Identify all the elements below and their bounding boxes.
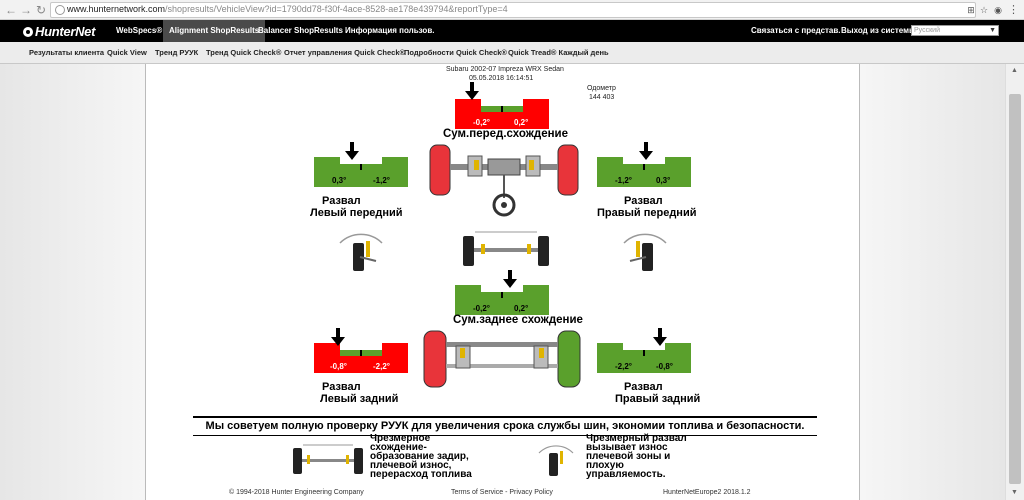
gauge-shape [455, 99, 549, 129]
gauge-shape [597, 343, 691, 373]
scroll-up-icon[interactable]: ▲ [1011, 67, 1018, 74]
rear-total-toe-label: Сум.заднее схождение [453, 314, 583, 326]
lf-camber-wheel-icon [339, 233, 383, 271]
rf-camber-left-value: -1,2° [615, 176, 632, 185]
rr-camber-right-value: -0,8° [656, 362, 673, 371]
gauge-shape [314, 343, 408, 373]
front-toe-left-value: -0,2° [473, 118, 490, 127]
forward-icon[interactable]: → [20, 3, 32, 17]
front-toe-illustration [463, 231, 549, 266]
nav-balancer-shopresults[interactable]: Balancer ShopResults [258, 26, 343, 35]
front-total-toe-gauge: -0,2° 0,2° [455, 99, 549, 129]
language-value: Русский [914, 27, 940, 34]
left-rear-camber-gauge: -0,8° -2,2° [314, 343, 408, 373]
scrollbar-thumb[interactable] [1009, 94, 1021, 484]
lr-camber-right-value: -2,2° [373, 362, 390, 371]
subnav-customer-results[interactable]: Результаты клиента [29, 48, 105, 57]
left-margin [0, 64, 145, 500]
recommendation-text: Мы советуем полную проверку РУУК для уве… [193, 416, 817, 436]
lr-camber-label-2: Левый задний [320, 393, 399, 405]
rr-camber-label-1: Развал [624, 381, 663, 393]
left-front-camber-gauge: 0,3° -1,2° [314, 157, 408, 187]
footer-copyright: © 1994-2018 Hunter Engineering Company [229, 489, 364, 496]
nav-user-info[interactable]: Информация пользов. [345, 26, 435, 35]
front-toe-right-value: 0,2° [514, 118, 529, 127]
gauge-shape [455, 285, 549, 315]
lr-camber-label-1: Развал [322, 381, 361, 393]
rr-camber-pointer-icon [653, 328, 667, 346]
info-icon[interactable] [55, 5, 65, 15]
report-content: Subaru 2002-07 Impreza WRX Sedan 05.05.2… [145, 64, 860, 500]
rear-toe-right-value: 0,2° [514, 304, 529, 313]
front-suspension-image [429, 144, 579, 217]
rear-suspension-image [423, 330, 581, 388]
gauge-shape [314, 157, 408, 187]
toe-note-icon [293, 444, 363, 474]
rf-camber-label-2: Правый передний [597, 207, 697, 219]
browser-address-bar: ← → ↻ www.hunternetwork.com/shopresults/… [0, 0, 1024, 20]
rf-camber-right-value: 0,3° [656, 176, 671, 185]
lr-camber-pointer-icon [331, 328, 345, 346]
camber-note-text: Чрезмерный развал вызывает износ плечево… [586, 433, 687, 480]
chevron-down-icon: ▼ [989, 27, 996, 34]
subnav-quick-check-trend[interactable]: Тренд Quick Check® [206, 48, 282, 57]
rear-toe-left-value: -0,2° [473, 304, 490, 313]
footer-links[interactable]: Terms of Service - Privacy Policy [451, 489, 553, 496]
vehicle-name: Subaru 2002-07 Impreza WRX Sedan [446, 66, 564, 73]
lf-camber-left-value: 0,3° [332, 176, 347, 185]
subnav-quick-tread-daily[interactable]: Quick Tread® Каждый день [508, 48, 609, 57]
camber-note-icon [538, 445, 574, 476]
toe-note-text: Чрезмерное схождение- образование задир,… [370, 433, 472, 480]
nav-alignment-shopresults[interactable]: Alignment ShopResults [163, 20, 266, 42]
lf-camber-label-1: Развал [322, 195, 361, 207]
nav-logout[interactable]: Выход из системы [841, 26, 916, 35]
lf-camber-label-2: Левый передний [310, 207, 403, 219]
subnav-quick-view[interactable]: Quick View [107, 48, 147, 57]
logo-text: HunterNet [35, 24, 96, 39]
url-path: /shopresults/VehicleView?id=1790dd78-f30… [165, 4, 508, 14]
lf-camber-pointer-icon [345, 142, 359, 160]
front-total-toe-label: Сум.перед.схождение [443, 128, 568, 140]
right-margin [860, 64, 1005, 500]
sub-navigation: Результаты клиента Quick View Тренд РУУК… [0, 42, 1024, 64]
rear-toe-pointer-icon [503, 270, 517, 288]
logo-icon [23, 27, 33, 37]
bookmark-star-icon[interactable]: ☆ [979, 5, 989, 15]
gauge-shape [597, 157, 691, 187]
front-toe-pointer-icon [465, 82, 479, 100]
rear-total-toe-gauge: -0,2° 0,2° [455, 285, 549, 315]
odometer-value: 144 403 [589, 94, 615, 101]
lf-camber-right-value: -1,2° [373, 176, 390, 185]
rr-camber-left-value: -2,2° [615, 362, 632, 371]
language-select[interactable]: Русский ▼ [911, 25, 999, 36]
url-host: www.hunternetwork.com [67, 4, 166, 14]
rf-camber-label-1: Развал [624, 195, 663, 207]
footer-version: HunterNetEurope2 2018.1.2 [663, 489, 751, 496]
browser-menu-icon[interactable]: ⋮ [1008, 4, 1019, 16]
rf-camber-pointer-icon [639, 142, 653, 160]
right-front-camber-gauge: -1,2° 0,3° [597, 157, 691, 187]
hunternet-logo[interactable]: HunterNet [23, 24, 96, 39]
nav-contact-rep[interactable]: Связаться с представ. [751, 26, 841, 35]
url-field[interactable]: www.hunternetwork.com/shopresults/Vehicl… [50, 2, 976, 18]
extension-icon[interactable]: ◉ [994, 5, 1002, 15]
subnav-quick-check-report[interactable]: Отчет управления Quick Check® [284, 48, 406, 57]
odometer-label: Одометр [587, 85, 616, 92]
back-icon[interactable]: ← [5, 3, 17, 17]
right-rear-camber-gauge: -2,2° -0,8° [597, 343, 691, 373]
vehicle-date: 05.05.2018 16:14:51 [469, 75, 534, 82]
page-scrollbar[interactable]: ▲ ▼ [1005, 64, 1024, 500]
translate-icon[interactable]: ⊞ [967, 5, 975, 15]
rf-camber-wheel-icon [623, 233, 667, 271]
rr-camber-label-2: Правый задний [615, 393, 701, 405]
top-navigation: HunterNet WebSpecs® Alignment ShopResult… [0, 20, 1024, 42]
reload-icon[interactable]: ↻ [35, 3, 47, 17]
scroll-down-icon[interactable]: ▼ [1011, 489, 1018, 496]
subnav-alignment-trend[interactable]: Тренд РУУК [155, 48, 199, 57]
lr-camber-left-value: -0,8° [330, 362, 347, 371]
subnav-quick-check-details[interactable]: Подробности Quick Check® [404, 48, 507, 57]
nav-webspecs[interactable]: WebSpecs® [116, 26, 163, 35]
